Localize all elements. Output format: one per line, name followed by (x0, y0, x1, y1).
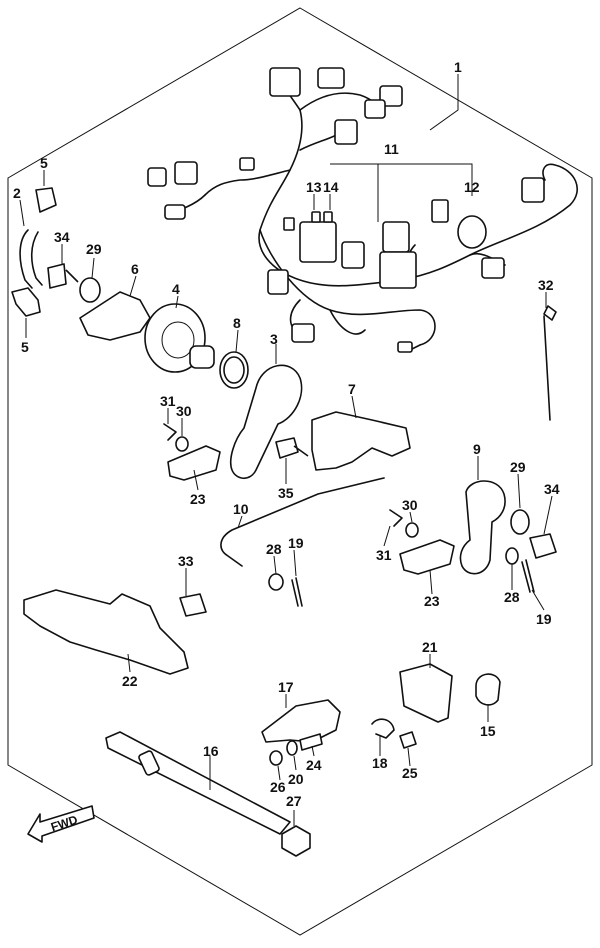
callout-13: 13 (306, 179, 322, 195)
part-bracket (79, 291, 151, 341)
part-plug (475, 673, 501, 706)
part-clip-18 (371, 718, 395, 739)
callout-5a: 5 (40, 155, 48, 171)
part-pin-19b (521, 559, 535, 593)
callout-21: 21 (422, 639, 438, 655)
part-clip-top (35, 187, 57, 213)
callout-24: 24 (306, 757, 322, 773)
part-wiring-harness (147, 67, 579, 353)
callout-35: 35 (278, 485, 294, 501)
callout-2: 2 (13, 185, 21, 201)
part-clip-bottom (11, 287, 41, 317)
part-pin-19a (291, 577, 303, 607)
callout-34a: 34 (54, 229, 70, 245)
callout-25: 25 (402, 765, 418, 781)
part-cable-tie (543, 305, 557, 421)
callout-28b: 28 (504, 589, 520, 605)
callout-23a: 23 (190, 491, 206, 507)
callout-3: 3 (270, 331, 278, 347)
part-nut-27 (281, 825, 311, 857)
callout-19a: 19 (288, 535, 304, 551)
callout-16: 16 (203, 743, 219, 759)
part-hose (19, 229, 43, 289)
part-pin-right (389, 509, 403, 527)
part-connector-right (399, 539, 455, 575)
callout-30a: 30 (176, 403, 192, 419)
part-lever-right (459, 480, 506, 575)
callout-1: 1 (454, 59, 462, 75)
part-nut-26 (269, 750, 283, 766)
callout-31a: 31 (160, 393, 176, 409)
callout-5b: 5 (21, 339, 29, 355)
part-rod (220, 477, 385, 567)
part-washer-20 (286, 740, 298, 756)
callout-20: 20 (288, 771, 304, 787)
callout-12: 12 (464, 179, 480, 195)
part-connector-left (167, 445, 221, 481)
part-washer-28b (505, 547, 519, 565)
fwd-label: FWD (49, 812, 80, 834)
callout-4: 4 (172, 281, 180, 297)
callout-8: 8 (233, 315, 241, 331)
part-bolt-left (47, 263, 79, 289)
part-pin-left (163, 423, 177, 441)
part-washer-small-right (405, 522, 419, 538)
part-pad (399, 663, 453, 723)
callout-7: 7 (348, 381, 356, 397)
fwd-arrow: FWD (27, 805, 95, 843)
part-washer-left (79, 277, 101, 303)
leader-lines (19, 74, 553, 826)
part-spring (219, 351, 249, 389)
callout-30b: 30 (402, 497, 418, 513)
part-bolt-25 (399, 731, 417, 749)
callout-23b: 23 (424, 593, 440, 609)
part-bracket-plate (23, 589, 189, 675)
part-plate (261, 699, 341, 743)
callout-10: 10 (233, 501, 249, 517)
callout-29b: 29 (510, 459, 526, 475)
callout-6: 6 (131, 261, 139, 277)
callout-32: 32 (538, 277, 554, 293)
part-bolt-right (529, 533, 557, 559)
callout-29a: 29 (86, 241, 102, 257)
callout-22: 22 (122, 673, 138, 689)
callout-18: 18 (372, 755, 388, 771)
callout-14: 14 (323, 179, 339, 195)
callout-9: 9 (473, 441, 481, 457)
callout-15: 15 (480, 723, 496, 739)
part-cam-plate (144, 303, 215, 373)
part-bolt-33 (179, 593, 207, 617)
part-washer-28a (268, 573, 284, 591)
callout-27: 27 (286, 793, 302, 809)
part-link-bracket (311, 411, 411, 471)
part-bolt-center (275, 437, 309, 459)
callout-19b: 19 (536, 611, 552, 627)
callout-26: 26 (270, 779, 286, 795)
callout-11: 11 (384, 141, 399, 157)
part-lever (229, 364, 303, 480)
part-shaft (105, 731, 291, 835)
callout-34b: 34 (544, 481, 560, 497)
callout-28a: 28 (266, 541, 282, 557)
part-bolt-24 (299, 733, 323, 751)
part-washer-small-left (175, 436, 189, 452)
callout-17: 17 (278, 679, 294, 695)
callouts: 1 2 3 4 5 5 6 7 8 9 10 11 12 13 14 15 16… (13, 59, 560, 809)
callout-31b: 31 (376, 547, 392, 563)
diagram-border (7, 7, 593, 936)
callout-33: 33 (178, 553, 194, 569)
part-washer-right (510, 509, 530, 535)
